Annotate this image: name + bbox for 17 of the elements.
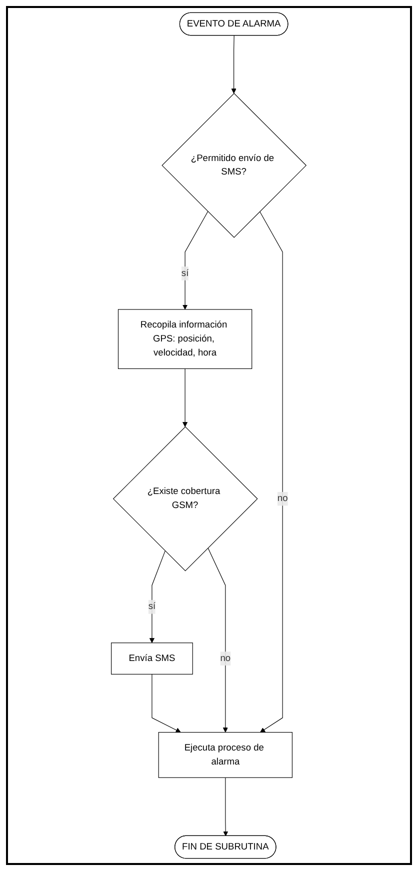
arrow <box>208 548 228 733</box>
node-box: Envía SMS <box>111 642 194 675</box>
edge-label: no <box>220 653 231 664</box>
arrow <box>150 550 166 644</box>
arrow <box>260 211 284 733</box>
node-diamond: ¿Existe cobertura GSM? <box>113 426 258 572</box>
node-box: Recopila información GPS: posición, velocidad, hora <box>118 309 252 369</box>
arrow <box>182 368 188 428</box>
arrow <box>232 35 237 94</box>
arrow <box>182 211 208 310</box>
arrow <box>152 674 182 733</box>
edge-label: no <box>278 494 288 504</box>
edge-label: sí <box>148 602 156 612</box>
node-diamond: ¿Permitido envío de SMS? <box>162 92 307 238</box>
node-box: Ejecuta proceso de alarma <box>158 732 293 778</box>
edge-label: sí <box>182 268 189 278</box>
arrow <box>223 777 228 836</box>
